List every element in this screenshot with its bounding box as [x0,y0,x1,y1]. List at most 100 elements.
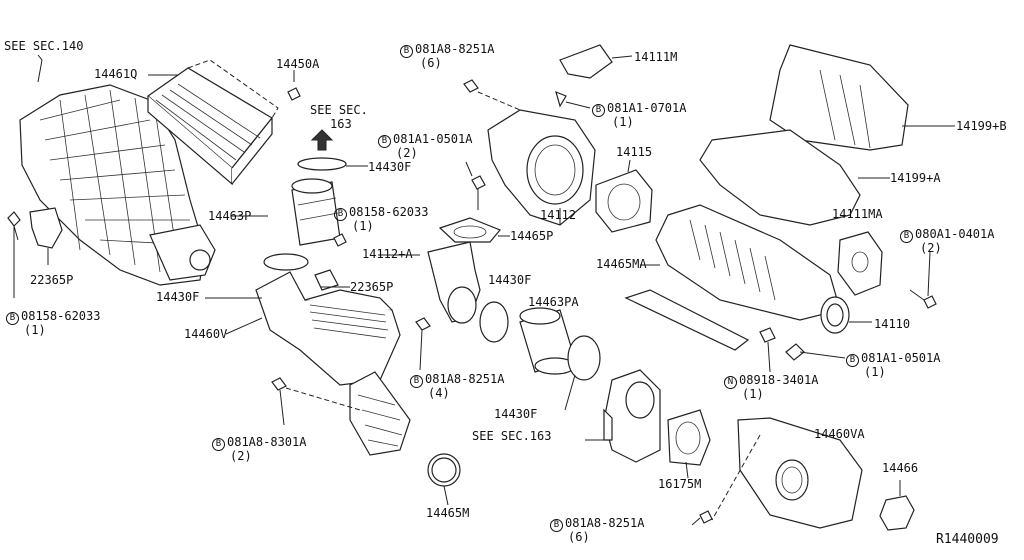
bolt-prefix-badge: B [378,135,391,148]
label-14465m: 14465M [426,506,470,520]
label-081a1-0701a-qty: (1) [612,115,634,129]
gasket-14115 [595,159,653,233]
gasket-16175m [667,409,711,479]
bolt-14450a [287,70,301,101]
bracket-14111ma [837,231,883,296]
clamp-14430f-top [297,157,368,171]
seal-ring-14465m [427,453,461,506]
bolt-prefix-badge: B [334,208,347,221]
supercharger-body [655,204,841,321]
clamp-14430f-mid [263,253,309,271]
gasket-14465ma [624,289,750,351]
label-22365p-b: 22365P [350,280,394,294]
bolt-081a8-8251a-mid [415,317,431,371]
nut-08918-3401a [759,327,776,373]
intake-manifold [19,54,216,286]
cover-14460va [711,417,863,529]
label-14460va: 14460VA [814,427,865,441]
label-see-sec-140: SEE SEC.140 [4,39,84,53]
nut-prefix-badge: N [724,376,737,389]
label-14112: 14112 [540,208,577,222]
label-16175m: 16175M [658,477,702,491]
bolt-08158-left [7,211,21,298]
label-14465p: 14465P [510,229,554,243]
bolt-prefix-badge: B [212,438,225,451]
label-081a1-0501a-b-qty: (1) [864,365,886,379]
bolt-081a8-8301a [271,377,361,426]
housing-14112 [487,109,596,226]
bracket-14111m [559,44,633,79]
label-14466: 14466 [882,461,919,475]
label-081a8-8301a-qty: (2) [230,449,252,463]
drawing-number: R1440009 [936,532,999,547]
label-14111m: 14111M [634,50,678,64]
label-14430f-c: 14430F [488,273,532,287]
duct-14463pa [519,307,576,375]
label-080a1-0401a-text: 080A1-0401A [915,227,995,241]
label-081a1-0501a-a-text: 081A1-0501A [393,132,473,146]
label-22365p-a: 22365P [30,273,74,287]
label-see-sec-163-top-b: 163 [330,117,352,131]
label-08158-62033-a-text: 08158-62033 [349,205,429,219]
label-081a8-8251a-c-qty: (6) [568,530,590,544]
arrow-see-sec-163 [310,129,334,151]
throttle-body [603,369,661,463]
label-08158-62033-a-qty: (1) [352,219,374,233]
clamp-14430f-c [479,301,509,343]
air-filter-element [147,59,279,186]
leader-lines [148,74,701,526]
cover-14199a [699,129,890,226]
label-see-sec-163-mid: SEE SEC.163 [472,429,552,443]
cap-14466 [879,480,915,531]
cover-14199b [769,44,955,151]
label-14110: 14110 [874,317,911,331]
label-see-sec-163-top-a: SEE SEC. [310,103,368,117]
gasket-14465p [438,217,510,243]
label-08918-3401a-qty: (1) [742,387,764,401]
label-14430f-d: 14430F [494,407,538,421]
sensor-22365p-mid [314,269,339,291]
bolt-08158-mid [333,233,347,247]
label-14463pa: 14463PA [528,295,579,309]
pulley-14110 [820,296,872,334]
label-14199b: 14199+B [956,119,1007,133]
label-081a1-0501a-a-qty: (2) [396,146,418,160]
bolt-prefix-badge: B [592,104,605,117]
label-14199a: 14199+A [890,171,941,185]
label-081a8-8251a-b-text: 081A8-8251A [425,372,505,386]
bolt-081a1-0701a [555,90,591,109]
bolt-081a1-0501a-top [465,161,486,210]
label-14115: 14115 [616,145,653,159]
duct-14463p [291,178,341,246]
label-14112a: 14112+A [362,247,413,261]
bolt-prefix-badge: B [400,45,413,58]
bolt-081a8-8251a-top [463,79,521,111]
label-14430f-b: 14430F [156,290,200,304]
bolt-081a8-8251a-bottom [699,510,713,524]
label-081a8-8251a-a-qty: (6) [420,56,442,70]
bolt-080a1-0401a [909,251,937,309]
elbow-14112a [427,241,481,324]
bolt-prefix-badge: B [900,230,913,243]
bolt-081a1-0501a-right [785,343,846,361]
label-081a1-0701a-text: 081A1-0701A [607,101,687,115]
label-14460v: 14460V [184,327,228,341]
air-cleaner-housing [255,271,411,456]
bolt-prefix-badge: B [410,375,423,388]
clamp-14430f-d [564,335,601,411]
bolt-prefix-badge: B [846,354,859,367]
label-081a8-8251a-c-text: 081A8-8251A [565,516,645,530]
label-14111ma: 14111MA [832,207,883,221]
label-14463p: 14463P [208,209,252,223]
label-08158-62033-b-text: 08158-62033 [21,309,101,323]
label-08158-62033-b-qty: (1) [24,323,46,337]
